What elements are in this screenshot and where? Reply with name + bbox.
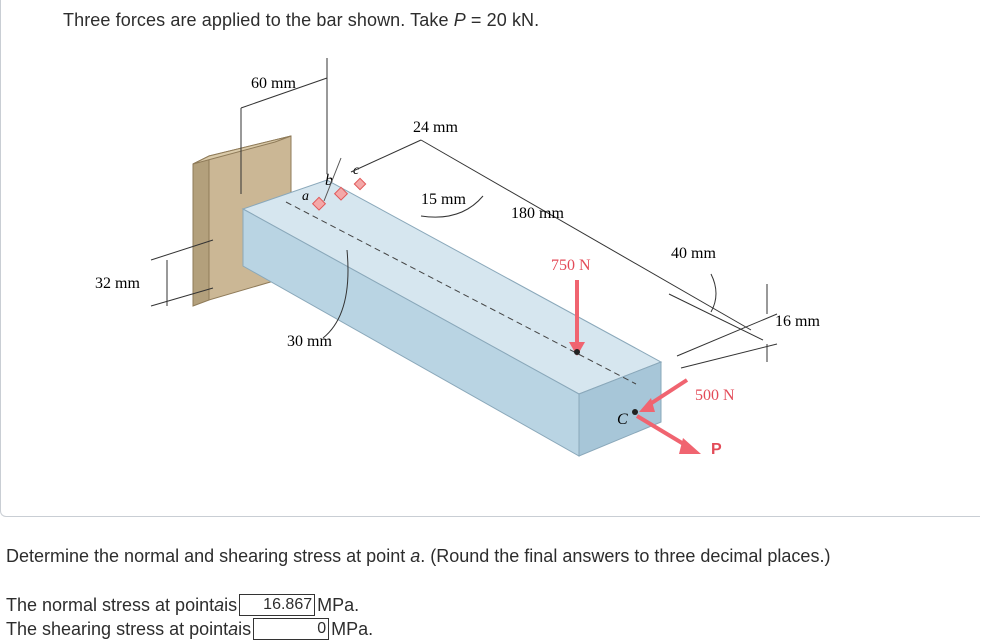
statement-prefix: Three forces are applied to the bar show… — [63, 10, 454, 30]
normal-unit: MPa. — [317, 594, 360, 615]
point-a-marker — [311, 196, 327, 211]
label-750N: 750 N — [551, 257, 591, 274]
dim-24-line — [350, 139, 422, 173]
label-500N: 500 N — [695, 387, 735, 404]
normal-prefix: The normal stress at point — [6, 594, 215, 615]
point-C-marker — [632, 409, 638, 415]
label-40mm: 40 mm — [671, 245, 716, 262]
label-60mm: 60 mm — [251, 75, 296, 92]
force-500-head — [639, 398, 655, 412]
normal-stress-answer: The normal stress at point a is 16.867 M… — [6, 594, 359, 616]
normal-variable: a — [214, 594, 225, 615]
dim-32-top — [150, 239, 214, 261]
point-c-marker — [353, 177, 367, 191]
label-P: P — [711, 441, 722, 458]
force-750-point — [574, 349, 580, 355]
dim-16-top — [676, 313, 778, 357]
dim-180-line — [420, 139, 752, 331]
shearing-stress-answer: The shearing stress at point a is 0 MPa. — [6, 618, 373, 640]
shearing-unit: MPa. — [331, 618, 374, 639]
leader-b — [323, 157, 342, 202]
label-24mm: 24 mm — [413, 119, 458, 136]
dim-40-leader — [710, 273, 717, 313]
point-b-marker — [333, 186, 349, 201]
label-c: c — [353, 163, 360, 178]
statement-variable: P — [453, 10, 466, 30]
centerline — [285, 201, 637, 385]
wall-top — [192, 135, 292, 165]
question-suffix: . (Round the final answers to three deci… — [420, 546, 831, 566]
label-15mm: 15 mm — [421, 191, 466, 208]
question-variable: a — [410, 546, 421, 566]
shearing-variable: a — [228, 618, 239, 639]
dim-32-bottom — [150, 287, 214, 307]
force-500-arrow — [645, 378, 689, 408]
label-32mm: 32 mm — [95, 275, 140, 292]
statement-suffix: = 20 kN. — [465, 10, 540, 30]
normal-mid: is — [224, 594, 238, 615]
question-text: Determine the normal and shearing stress… — [6, 546, 830, 567]
problem-card: Three forces are applied to the bar show… — [0, 0, 980, 517]
label-C: C — [617, 411, 628, 428]
force-p-arrow — [635, 414, 689, 448]
question-prefix: Determine the normal and shearing stress… — [6, 546, 411, 566]
label-30mm: 30 mm — [287, 333, 332, 350]
wall-side — [192, 155, 210, 307]
shearing-mid: is — [238, 618, 252, 639]
force-p-head — [679, 438, 701, 454]
dim-15-arc — [420, 195, 484, 218]
dim-40-line — [668, 293, 764, 341]
dim-30-leader — [322, 249, 349, 339]
label-180mm: 180 mm — [511, 205, 564, 222]
normal-stress-input[interactable]: 16.867 — [239, 594, 316, 616]
label-b: b — [325, 172, 333, 189]
problem-statement: Three forces are applied to the bar show… — [63, 10, 539, 31]
shearing-prefix: The shearing stress at point — [6, 618, 229, 639]
shearing-stress-input[interactable]: 0 — [253, 618, 330, 640]
bar-end-face — [578, 361, 662, 457]
bar-figure: a b c 60 mm 24 mm 180 mm 15 mm 40 mm 32 … — [95, 58, 820, 458]
label-16mm: 16 mm — [775, 313, 820, 330]
dim-60-line — [240, 77, 328, 109]
label-a: a — [302, 189, 309, 204]
dim-16-bottom — [680, 343, 778, 369]
